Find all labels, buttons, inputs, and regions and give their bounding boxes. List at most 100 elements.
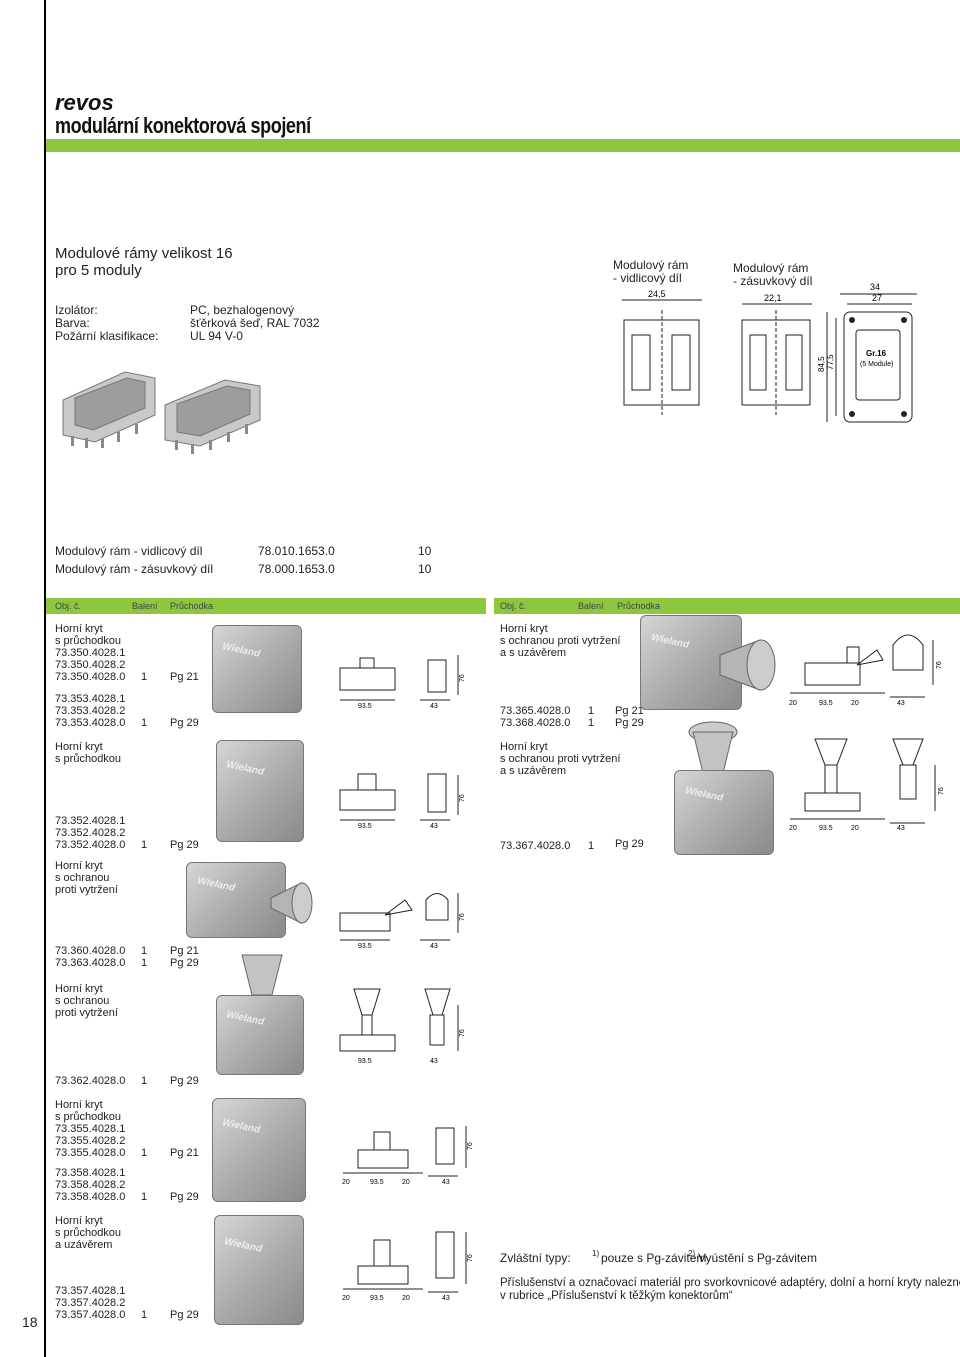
left-margin-rule: [44, 0, 46, 1357]
frame-row-1-qty: 10: [418, 562, 432, 576]
frame-row-0-name: Modulový rám - vidlicový díl: [55, 544, 203, 558]
right-section-0-pack-0: 1 1: [588, 705, 595, 729]
svg-text:76: 76: [459, 794, 466, 802]
dim-34: 34: [870, 282, 880, 292]
footnote-text-2: Vyústění s Pg-závitem: [698, 1251, 817, 1265]
svg-text:93.5: 93.5: [358, 943, 372, 950]
spec-label-1: Barva:: [55, 316, 90, 330]
right-section-0-codes-0: 73.365.4028.0 73.368.4028.0: [500, 705, 571, 729]
right-header-pruchodka: Průchodka: [617, 601, 661, 611]
dim-24-5: 24,5: [648, 289, 666, 299]
dim-27: 27: [872, 293, 882, 303]
left-section-0-codes-0: 73.350.4028.1 73.350.4028.2 73.350.4028.…: [55, 647, 126, 683]
spec-label-0: Izolátor:: [55, 303, 98, 317]
spec-label-2: Požární klasifikace:: [55, 329, 159, 343]
svg-text:93.5: 93.5: [370, 1295, 384, 1302]
right-header-bar: [494, 598, 960, 614]
hood-photo: Wieland: [216, 995, 304, 1075]
right-section-1-codes-0: 73.367.4028.0: [500, 840, 571, 852]
svg-text:76: 76: [936, 661, 943, 669]
svg-text:93.5: 93.5: [358, 703, 372, 710]
svg-text:93.5: 93.5: [358, 1058, 372, 1065]
footnote-marker-1: 1): [592, 1249, 600, 1258]
frame-photo: [62, 371, 261, 454]
left-section-0-gland-0: Pg 21: [170, 671, 199, 683]
left-section-0-title: Horní kryt s průchodkou: [55, 623, 122, 647]
svg-text:20: 20: [789, 825, 797, 832]
svg-text:43: 43: [430, 1058, 438, 1065]
svg-text:93.5: 93.5: [370, 1179, 384, 1186]
left-section-5-gland-0: Pg 29: [170, 1309, 199, 1321]
svg-text:20: 20: [851, 700, 859, 707]
left-section-4-pack-1: 1: [141, 1191, 148, 1203]
footnote-text-1: pouze s Pg-závitem: [601, 1251, 707, 1265]
left-header-bar: [46, 598, 486, 614]
right-section-1-pack-0: 1: [588, 840, 595, 852]
svg-text:76: 76: [938, 787, 945, 795]
footnote-label: Zvláštní typy:: [500, 1251, 571, 1265]
right-section-0-gland-0: Pg 21 Pg 29: [615, 705, 644, 729]
svg-text:43: 43: [897, 825, 905, 832]
svg-text:76: 76: [459, 674, 466, 682]
hood-photo: Wieland: [216, 740, 304, 842]
right-header-obj: Obj. č.: [500, 601, 527, 611]
frame-row-1-code: 78.000.1653.0: [258, 562, 335, 576]
left-header-baleni: Balení: [132, 601, 158, 611]
left-section-5-title: Horní kryt s průchodkou a uzávěrem: [55, 1215, 122, 1251]
left-section-2-gland-0: Pg 21 Pg 29: [170, 945, 199, 969]
spec-value-0: PC, bezhalogenový: [190, 303, 295, 317]
dim-77-5: 77,5: [826, 354, 835, 370]
caption-female: Modulový rám - zásuvkový díl: [733, 261, 813, 288]
right-section-1-gland-0: Pg 29: [615, 838, 644, 850]
left-section-3-gland-0: Pg 29: [170, 1075, 199, 1087]
left-section-2-pack-0: 1 1: [141, 945, 148, 969]
left-section-2-codes-0: 73.360.4028.0 73.363.4028.0: [55, 945, 126, 969]
page-subtitle: modulární konektorová spojení: [55, 113, 311, 138]
strain-relief-icon: [688, 721, 738, 774]
footnote-marker-2: 2): [688, 1249, 696, 1258]
left-section-0-pack-1: 1: [141, 717, 148, 729]
left-section-1-gland-0: Pg 29: [170, 839, 199, 851]
left-section-0-codes-1: 73.353.4028.1 73.353.4028.2 73.353.4028.…: [55, 693, 126, 729]
hood-photo: Wieland: [214, 1215, 304, 1325]
left-section-1-codes-0: 73.352.4028.1 73.352.4028.2 73.352.4028.…: [55, 815, 126, 851]
strain-relief-icon: [241, 954, 283, 996]
left-section-1-title: Horní kryt s průchodkou: [55, 741, 122, 765]
left-section-4-codes-0: 73.355.4028.1 73.355.4028.2 73.355.4028.…: [55, 1123, 126, 1159]
left-section-0-pack-0: 1: [141, 671, 148, 683]
svg-text:43: 43: [430, 823, 438, 830]
strain-relief-icon: [270, 882, 313, 924]
dim-84-5: 84,5: [817, 356, 826, 372]
strain-relief-icon: [719, 639, 776, 691]
svg-text:93.5: 93.5: [819, 825, 833, 832]
left-header-pruchodka: Průchodka: [170, 601, 214, 611]
left-section-4-title: Horní kryt s průchodkou: [55, 1099, 122, 1123]
svg-text:20: 20: [789, 700, 797, 707]
left-section-3-pack-0: 1: [141, 1075, 148, 1087]
frame-row-0-code: 78.010.1653.0: [258, 544, 335, 558]
gr16-label: Gr.16: [866, 349, 887, 358]
svg-text:20: 20: [342, 1295, 350, 1302]
frame-row-0-qty: 10: [418, 544, 432, 558]
accessories-note: Příslušenství a označovací materiál pro …: [500, 1277, 960, 1302]
left-section-2-title: Horní kryt s ochranou proti vytržení: [55, 860, 118, 896]
svg-text:43: 43: [442, 1295, 450, 1302]
hood-photo: Wieland: [674, 770, 774, 855]
left-section-4-gland-0: Pg 21: [170, 1147, 199, 1159]
svg-text:43: 43: [430, 943, 438, 950]
left-section-4-codes-1: 73.358.4028.1 73.358.4028.2 73.358.4028.…: [55, 1167, 126, 1203]
right-header-baleni: Balení: [578, 601, 604, 611]
brand-title: revos: [55, 90, 114, 115]
svg-text:93.5: 93.5: [819, 700, 833, 707]
left-section-0-gland-1: Pg 29: [170, 717, 199, 729]
caption-male: Modulový rám - vidlicový díl: [613, 258, 689, 285]
left-header-obj: Obj. č.: [55, 601, 82, 611]
left-section-1-pack-0: 1: [141, 839, 148, 851]
page-number: 18: [22, 1314, 38, 1330]
svg-text:20: 20: [402, 1179, 410, 1186]
